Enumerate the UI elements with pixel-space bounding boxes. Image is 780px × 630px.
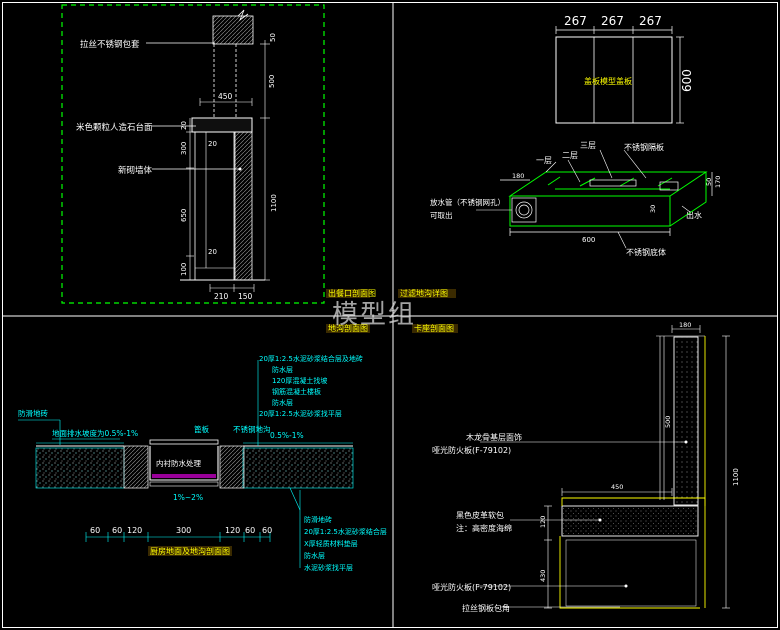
label-stainless-trench: 不锈钢地沟 (233, 424, 271, 434)
bottom-layer-text-4: 水泥砂浆找平层 (304, 563, 353, 572)
dim-120-a: 120 (127, 526, 142, 535)
label-stainless-cover: 拉丝不锈钢包套 (80, 39, 140, 50)
label-removable: 可取出 (430, 210, 453, 220)
dim-650: 650 (180, 209, 188, 222)
floor-slab-left (35, 447, 125, 489)
dim-60-c: 60 (245, 526, 255, 535)
dim-500: 500 (664, 416, 672, 428)
panel-booth-section: 180 500 450 120 430 1100 木龙骨基层面饰 哑光防火板(F… (432, 321, 740, 613)
dim-150: 150 (238, 292, 253, 301)
dim-300: 300 (180, 142, 188, 155)
dim-267-a: 267 (564, 14, 587, 28)
stainless-channel (149, 446, 219, 481)
panel-kitchen-floor-trench-section: 内衬防水处理 防滑地砖 地面排水坡度为0.5%-1% 篦板 不锈钢地沟 1%~2… (18, 354, 387, 572)
label-drain-pipe: 放水管（不锈钢网孔） (430, 197, 505, 207)
dim-450: 450 (218, 92, 233, 101)
bottom-layer-text-3: 防水层 (304, 551, 325, 560)
dim-60-b: 60 (112, 526, 122, 535)
dim-180: 180 (679, 321, 691, 329)
label-stone-counter: 米色颗粒人造石台面 (76, 122, 153, 133)
label-layer-1: 一层 (536, 156, 552, 165)
label-fireboard: 哑光防火板(F-79102) (432, 582, 511, 592)
dim-20c: 20 (208, 248, 217, 256)
dim-50: 50 (269, 33, 277, 42)
dim-500: 500 (268, 75, 276, 88)
label-floor-slope: 地面排水坡度为0.5%-1% (52, 428, 138, 438)
dim-20b: 20 (208, 140, 217, 148)
dim-180: 180 (512, 172, 524, 180)
dim-50-side: 50 (705, 178, 713, 186)
bottom-layer-list: 防滑地砖 20厚1:2.5水泥砂浆结合层 X厚轻质材料垫层 防水层 水泥砂浆找平… (304, 515, 387, 572)
bottom-layer-text-2: X厚轻质材料垫层 (304, 539, 358, 548)
label-cover-board: 盖板模型盖板 (584, 76, 632, 86)
dim-430: 430 (539, 570, 547, 582)
panel-serving-window-section: 拉丝不锈钢包套 米色颗粒人造石台面 新砌墙体 50 500 450 20 300… (61, 4, 325, 304)
label-stainless-bottom: 不锈钢底体 (626, 247, 666, 257)
brick-wall-hatch (233, 131, 253, 281)
top-layer-list: 20厚1:2.5水泥砂浆结合层及地砖 防水层 120厚混凝土找坡 钢筋混凝土楼板… (259, 354, 363, 418)
cover-plate-plan (555, 36, 673, 124)
dim-210: 210 (214, 292, 229, 301)
title-serving-window: 出餐口剖面图 (328, 288, 376, 298)
dim-120: 120 (539, 516, 547, 528)
viewport-dashed-border (61, 4, 325, 304)
label-slope-1-2: 1%~2% (173, 493, 203, 502)
label-stainless-partition: 不锈钢隔板 (624, 142, 664, 152)
label-layer-3: 三层 (580, 141, 596, 150)
title-booth-section: 卡座剖面图 (414, 323, 454, 333)
trench-isometric-box (508, 171, 708, 227)
top-wall-cap (212, 15, 254, 45)
backrest (673, 336, 699, 506)
bottom-layer-text-0: 防滑地砖 (304, 515, 332, 524)
title-kitchen-floor: 厨房地面及地沟剖面图 (150, 546, 230, 556)
top-layer-text-3: 钢筋混凝土楼板 (272, 387, 321, 396)
stone-counter-top (191, 117, 253, 133)
dim-30: 30 (649, 205, 657, 213)
top-layer-text-0: 20厚1:2.5水泥砂浆结合层及地砖 (259, 354, 363, 363)
watermark-text: 模型组 (332, 300, 416, 330)
top-layer-text-2: 120厚混凝土找坡 (272, 376, 327, 385)
top-layer-text-4: 防水层 (272, 398, 293, 407)
title-filter-trench: 过滤地沟详图 (400, 288, 448, 298)
title-trench-section: 地沟剖面图 (328, 323, 368, 333)
dim-450: 450 (611, 483, 623, 491)
label-layer-2: 二层 (562, 151, 578, 160)
panel-filter-trench-detail: 267 267 267 盖板模型盖板 600 (430, 14, 722, 257)
top-layer-text-1: 防水层 (272, 365, 293, 374)
dim-267-c: 267 (639, 14, 662, 28)
seat-cushion (561, 505, 699, 537)
label-channel-lining: 内衬防水处理 (156, 458, 201, 468)
label-steel-foot: 拉丝钢板包角 (462, 603, 510, 613)
floor-slab-right (242, 447, 354, 489)
bottom-layer-text-1: 20厚1:2.5水泥砂浆结合层 (304, 527, 387, 536)
top-layer-text-5: 20厚1:2.5水泥砂浆找平层 (259, 409, 342, 418)
label-backrest-finish-2: 哑光防火板(F-79102) (432, 445, 511, 455)
dim-120-b: 120 (225, 526, 240, 535)
label-backrest-finish-1: 木龙骨基层面饰 (466, 432, 522, 442)
drawing-titles: 出餐口剖面图 过滤地沟详图 地沟剖面图 卡座剖面图 模型组 (326, 288, 458, 333)
dim-100: 100 (180, 263, 188, 276)
label-seat-leather: 黑色皮革软包 (456, 510, 504, 520)
label-slope-right: 0.5%-1% (270, 431, 304, 440)
dim-170: 170 (714, 176, 722, 188)
dim-20a: 20 (180, 121, 188, 130)
dim-300: 300 (176, 526, 191, 535)
label-antislip-tile-left: 防滑地砖 (18, 408, 48, 418)
dim-60-d: 60 (262, 526, 272, 535)
label-water-outlet: 出水 (686, 210, 702, 220)
dim-60-a: 60 (90, 526, 100, 535)
label-new-brick-wall: 新砌墙体 (118, 165, 153, 176)
label-grate: 篦板 (194, 424, 209, 434)
dim-600-horizontal: 600 (582, 236, 595, 244)
label-seat-foam: 注：高密度海绵 (456, 523, 512, 533)
grate-cover (149, 439, 219, 445)
dim-600-vertical: 600 (680, 69, 694, 92)
dim-1100: 1100 (732, 468, 740, 486)
dim-267-b: 267 (601, 14, 624, 28)
dim-1100: 1100 (270, 194, 278, 212)
